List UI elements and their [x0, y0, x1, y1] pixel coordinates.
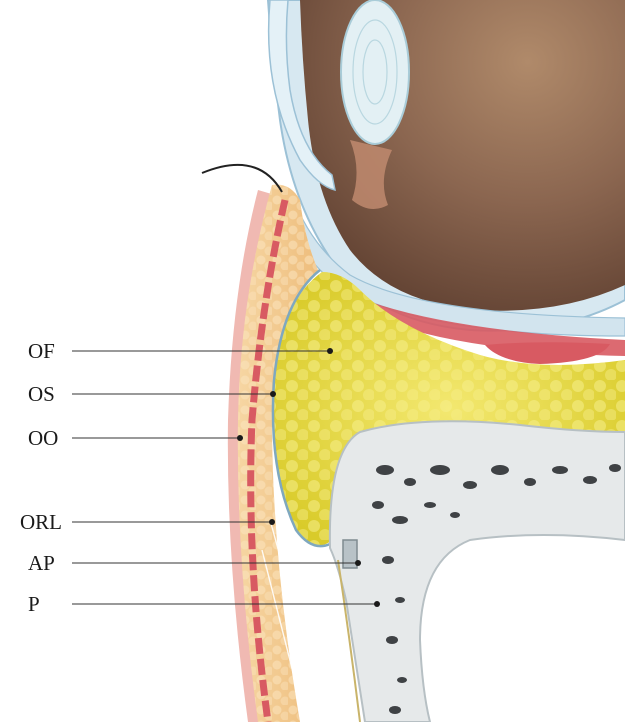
label-p-text: P	[28, 592, 40, 616]
arcus-marginalis	[343, 540, 357, 568]
suture-thread	[202, 165, 282, 192]
label-ap-text: AP	[28, 551, 55, 575]
label-os-text: OS	[28, 382, 55, 406]
label-ap: AP	[28, 551, 361, 575]
label-oo: OO	[28, 426, 243, 450]
orbital-rim-bone	[330, 421, 625, 722]
label-of-text: OF	[28, 339, 55, 363]
label-oo-text: OO	[28, 426, 58, 450]
label-p: P	[28, 592, 380, 616]
label-orl-text: ORL	[20, 510, 62, 534]
lens	[341, 0, 409, 144]
